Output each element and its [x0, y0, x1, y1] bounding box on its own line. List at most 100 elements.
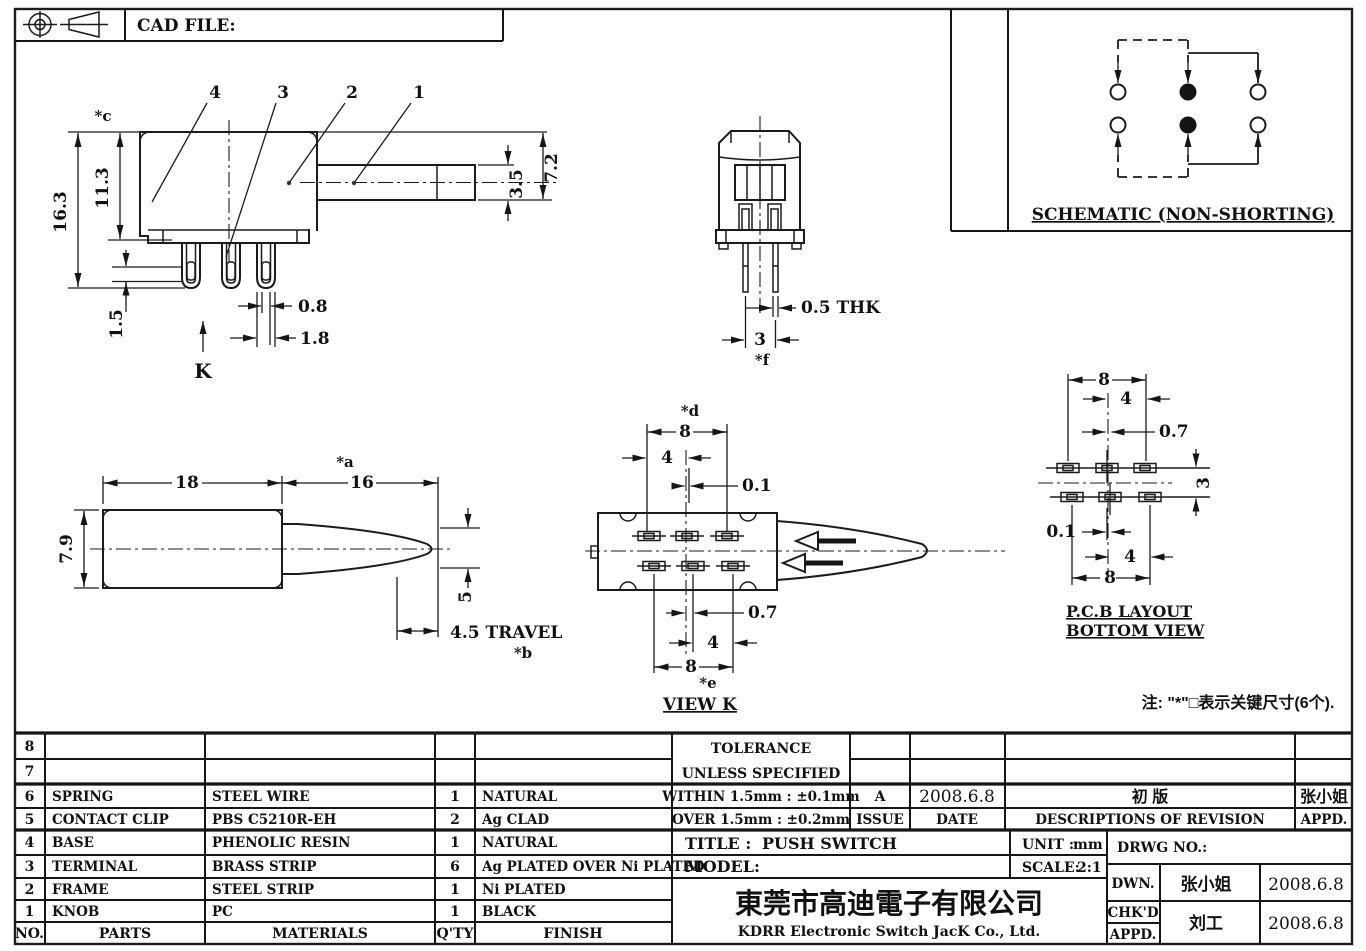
dim-star-f: *f — [755, 351, 771, 369]
row-no: 3 — [25, 859, 35, 875]
part-qty: 2 — [450, 812, 460, 828]
part-name: TERMINAL — [52, 859, 138, 875]
dim-4-top-k: 4 — [661, 448, 673, 468]
unit-label: UNIT : — [1022, 837, 1074, 853]
dim-travel: 4.5 TRAVEL — [450, 623, 562, 643]
dim-3-front: 3 — [754, 330, 766, 350]
part-name: SPRING — [52, 789, 113, 805]
pcb-title-line1: P.C.B LAYOUT — [1066, 602, 1192, 621]
leader-2: 2 — [346, 83, 358, 103]
dim-4-bottom-pcb: 4 — [1124, 547, 1136, 567]
dim-5: 5 — [456, 591, 476, 603]
side-view: 4 3 2 1 *c 16.3 11.3 1.5 0.8 1.8 3.5 7.2… — [51, 83, 562, 383]
title-block-grid — [15, 731, 1352, 944]
dwn-name: 张小姐 — [1181, 874, 1232, 894]
row-no: 2 — [25, 882, 35, 898]
dim-1-8: 1.8 — [300, 329, 330, 349]
dim-0-1-pcb: 0.1 — [1046, 522, 1076, 542]
part-finish: Ag PLATED OVER Ni PLATED — [481, 859, 705, 875]
dim-0-7-pcb: 0.7 — [1159, 422, 1189, 442]
revision-description-value: 初 版 — [1132, 787, 1168, 806]
row-no: 5 — [25, 812, 35, 828]
row-no: 7 — [25, 764, 35, 780]
dim-star-b: *b — [514, 644, 532, 662]
projection-symbol-icon — [23, 11, 108, 38]
part-qty: 1 — [450, 835, 460, 851]
title-value: PUSH SWITCH — [762, 834, 897, 853]
dim-0-7-k: 0.7 — [748, 603, 778, 623]
part-finish: Ni PLATED — [482, 882, 566, 898]
part-material: STEEL WIRE — [212, 789, 310, 805]
part-material: PHENOLIC RESIN — [212, 835, 350, 851]
dim-0-8: 0.8 — [298, 297, 328, 317]
revision-description-label: DESCRIPTIONS OF REVISION — [1035, 812, 1265, 828]
col-header-materials: MATERIALS — [272, 926, 368, 942]
title-block: TITLE : PUSH SWITCH MODEL: UNIT : mm SCA… — [685, 834, 1207, 940]
dim-star-a: *a — [336, 453, 354, 471]
schematic-title: SCHEMATIC (NON-SHORTING) — [1032, 205, 1335, 225]
tolerance-within: WITHIN 1.5mm : ±0.1mm — [661, 789, 859, 805]
row-no: 1 — [25, 904, 35, 920]
dim-4-bottom-k: 4 — [707, 633, 719, 653]
part-finish: NATURAL — [482, 789, 558, 805]
dim-star-e: *e — [699, 674, 716, 692]
unit-value: mm — [1073, 837, 1103, 853]
part-name: BASE — [52, 835, 94, 851]
dim-7-9: 7.9 — [57, 534, 77, 564]
part-finish: BLACK — [482, 904, 537, 920]
dim-8-top-pcb: 8 — [1098, 370, 1110, 390]
dim-0-5-thk: 0.5 THK — [801, 298, 881, 318]
revision-issue-label: ISSUE — [856, 812, 904, 828]
view-k-arrow-label: K — [194, 359, 212, 383]
row-no: 4 — [25, 835, 35, 851]
part-material: PBS C5210R-EH — [212, 812, 336, 828]
col-header-qty: Q'TY — [437, 926, 475, 942]
top-view: 18 16 *a 7.9 5 4.5 TRAVEL *b — [57, 453, 562, 662]
dwn-date: 2008.6.8 — [1268, 875, 1344, 895]
part-qty: 6 — [450, 859, 460, 875]
parts-table: 8 7 6 SPRING STEEL WIRE 1 NATURAL 5 CONT… — [15, 739, 705, 942]
company-name-en: KDRR Electronic Switch JacK Co., Ltd. — [738, 924, 1041, 940]
leader-1: 1 — [413, 83, 425, 103]
dim-1-5: 1.5 — [107, 309, 127, 339]
dim-3-pcb: 3 — [1194, 477, 1214, 489]
company-name-cn: 東莞市高迪電子有限公司 — [735, 887, 1043, 919]
pcb-layout-view: 8 4 0.7 3 0.1 4 8 P.C.B LAYOUT BOTTOM VI… — [1038, 370, 1214, 640]
tolerance-over: OVER 1.5mm : ±0.2mm — [672, 812, 850, 828]
part-name: KNOB — [52, 904, 99, 920]
pcb-title-line2: BOTTOM VIEW — [1066, 621, 1205, 640]
revision-date-value: 2008.6.8 — [919, 787, 995, 807]
part-material: STEEL STRIP — [212, 882, 314, 898]
revision-appd-value: 张小姐 — [1300, 787, 1348, 806]
scale-value: 2:1 — [1077, 860, 1102, 876]
tolerance-line2: UNLESS SPECIFIED — [682, 766, 841, 782]
dim-4-top-pcb: 4 — [1120, 389, 1132, 409]
dim-star-d: *d — [681, 402, 700, 420]
chk-date: 2008.6.8 — [1268, 914, 1344, 934]
title-label: TITLE : — [685, 834, 751, 853]
revision-date-label: DATE — [936, 812, 978, 828]
header-bar: CAD FILE: — [15, 9, 504, 42]
part-material: PC — [212, 904, 233, 920]
dim-16-3: 16.3 — [51, 191, 71, 232]
part-name: FRAME — [52, 882, 109, 898]
dim-8-top-k: 8 — [679, 422, 691, 442]
scale-label: SCALE: — [1022, 860, 1080, 876]
dim-8-bottom-pcb: 8 — [1104, 568, 1116, 588]
leader-3: 3 — [277, 83, 289, 103]
dim-16: 16 — [350, 473, 374, 493]
view-k-pads — [632, 530, 750, 572]
cad-file-label: CAD FILE: — [137, 16, 236, 36]
push-direction-arrows — [780, 530, 856, 574]
signoff-block: DWN. 张小姐 2008.6.8 CHK'D APPD. 刘工 2008.6.… — [1107, 874, 1343, 943]
view-k-title: VIEW K — [662, 695, 738, 715]
revision-appd-label: APPD. — [1300, 812, 1348, 828]
dim-7-2: 7.2 — [542, 153, 562, 183]
dim-11-3: 11.3 — [93, 167, 113, 208]
col-header-finish: FINISH — [543, 926, 602, 942]
view-k: *d 8 4 0.1 0.7 4 8 *e VIEW K — [585, 402, 1005, 715]
dwn-label: DWN. — [1111, 876, 1154, 892]
dim-star-c: *c — [95, 107, 112, 125]
dim-0-1-k: 0.1 — [742, 476, 772, 496]
